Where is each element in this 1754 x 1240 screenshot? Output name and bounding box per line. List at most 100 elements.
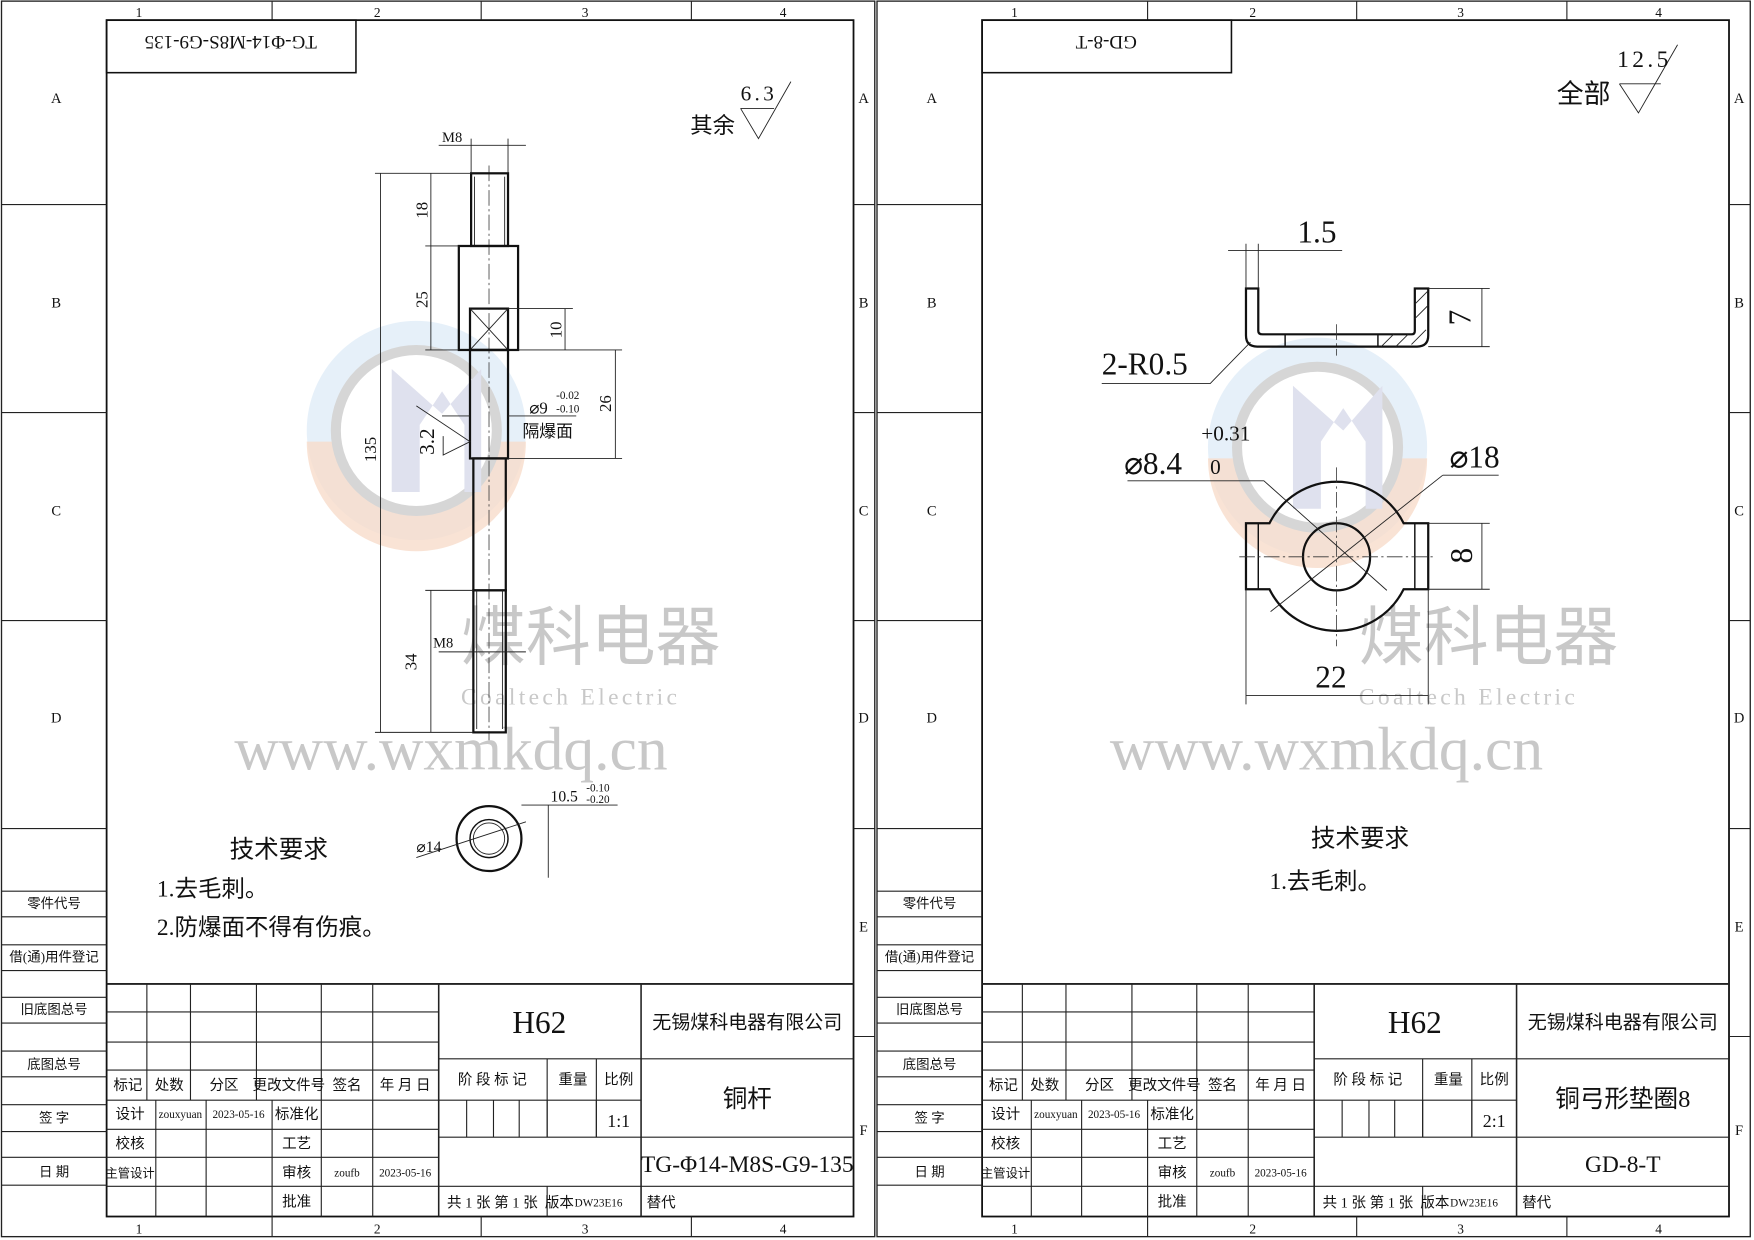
title-block-label-date: 年 月 日 [1255, 1077, 1306, 1094]
title-block-label-process: 工艺 [1158, 1135, 1187, 1152]
left-band-label: 旧底图总号 [896, 1002, 963, 1017]
dim-18: 18 [413, 202, 432, 219]
material: H62 [512, 1005, 566, 1040]
dim-dia-14: ⌀14 [416, 839, 441, 856]
reviewer-name: zoufb [334, 1167, 360, 1179]
title-block-label-stage-mark: 阶 段 标 记 [458, 1072, 527, 1089]
title-block-label-sheet-count: 共 1 张 第 1 张 [447, 1194, 538, 1212]
drawing-scale: 2:1 [1483, 1111, 1506, 1131]
title-block-label-check: 校核 [116, 1135, 145, 1152]
dim-dia-9-lower: -0.10 [556, 404, 580, 416]
title-block-label-sign: 签名 [332, 1077, 361, 1094]
row-letter: B [1734, 295, 1744, 311]
watermark-url: www.wxmkdq.cn [234, 715, 667, 783]
title-block-label-scale: 比例 [604, 1072, 633, 1089]
row-letter: B [927, 295, 937, 311]
left-band-label: 日 期 [39, 1164, 69, 1179]
row-letter: C [51, 503, 61, 519]
watermark-brand-en: Coaltech Electric [461, 684, 680, 710]
row-letter: C [1734, 503, 1744, 519]
column-number: 4 [1655, 5, 1662, 20]
left-band-label: 签 字 [39, 1110, 69, 1126]
dim-m8-top: M8 [442, 130, 462, 146]
title-block-label-count: 处数 [155, 1077, 185, 1094]
title-block-label-scale: 比例 [1480, 1072, 1509, 1089]
title-block-label-replaces: 替代 [647, 1195, 677, 1212]
left-band-label: 旧底图总号 [21, 1002, 88, 1017]
column-number: 1 [1011, 5, 1018, 20]
title-block-label-date: 年 月 日 [380, 1077, 431, 1094]
row-letter: A [858, 91, 869, 107]
title-block-label-mark: 标记 [113, 1077, 142, 1094]
column-number: 2 [374, 1221, 381, 1236]
watermark-brand-cn: 煤科电器 [461, 603, 720, 675]
left-band-label: 签 字 [914, 1110, 944, 1126]
dim-26: 26 [596, 395, 615, 412]
column-number: 2 [1249, 5, 1256, 20]
row-letter: A [927, 91, 938, 107]
dim-25: 25 [413, 291, 432, 308]
column-number: 4 [780, 5, 787, 20]
review-date: 2023-05-16 [1255, 1167, 1308, 1179]
column-number: 1 [136, 5, 143, 20]
left-band-label: 零件代号 [27, 896, 81, 911]
designer-name: zouxyuan [159, 1109, 203, 1121]
drawing-number: TG-Φ14-M8S-G9-135 [641, 1152, 854, 1178]
roughness-value: 12.5 [1617, 47, 1672, 73]
dim-dia-9: ⌀9 [529, 399, 547, 418]
dim-tab-width: 8 [1444, 548, 1479, 564]
title-block-label-version: 版本 [1420, 1195, 1449, 1212]
title-block-label-change-doc: 更改文件号 [1128, 1077, 1201, 1094]
row-letter: B [51, 295, 61, 311]
title-block-label-approve: 批准 [1158, 1193, 1187, 1210]
title-block-label-review: 审核 [1158, 1164, 1187, 1181]
dim-hole-upper: +0.31 [1201, 422, 1250, 446]
tech-requirement-item: 1.去毛刺。 [1269, 868, 1380, 895]
title-block-label-replaces: 替代 [1522, 1195, 1552, 1212]
column-number: 4 [1655, 1221, 1662, 1236]
column-number: 3 [582, 1221, 589, 1236]
reviewer-name: zoufb [1210, 1167, 1236, 1179]
drawing-frame-2: 11223344ABCDABCDEF零件代号借(通)用件登记旧底图总号底图总号签… [876, 0, 1751, 1238]
roughness-3-2: 3.2 [415, 428, 439, 455]
title-block-label-check: 校核 [991, 1135, 1020, 1152]
column-number: 1 [136, 1221, 143, 1236]
left-band-label: 日 期 [914, 1164, 944, 1179]
row-letter: A [51, 91, 62, 107]
roughness-prefix: 其余 [690, 113, 735, 138]
title-block-label-sheet-count: 共 1 张 第 1 张 [1322, 1194, 1413, 1212]
roughness-value: 6.3 [741, 82, 778, 106]
drawing-number: GD-8-T [1585, 1152, 1661, 1178]
dim-dia-9-upper: -0.02 [556, 390, 579, 402]
dim-hole-dia: ⌀8.4 [1124, 446, 1182, 481]
row-letter: D [51, 710, 61, 726]
version-code: DW23E16 [1450, 1197, 1498, 1209]
watermark-brand-en: Coaltech Electric [1359, 684, 1578, 710]
title-block-label-version: 版本 [545, 1195, 574, 1212]
company-name: 无锡煤科电器有限公司 [652, 1012, 842, 1034]
dim-135: 135 [361, 437, 380, 462]
dim-outer-dia: ⌀18 [1449, 439, 1499, 474]
dim-10-5: 10.5 [551, 789, 579, 806]
dim-hole-lower: 0 [1210, 455, 1221, 479]
version-code: DW23E16 [575, 1197, 623, 1209]
tech-requirement-item: 2.防爆面不得有伤痕。 [157, 914, 386, 941]
title-block-label-change-doc: 更改文件号 [253, 1077, 326, 1094]
dim-thickness: 1.5 [1297, 215, 1336, 250]
watermark-url: www.wxmkdq.cn [1110, 715, 1543, 783]
row-letter: C [859, 503, 869, 519]
title-block-label-design: 设计 [116, 1106, 145, 1123]
row-letter: F [860, 1123, 868, 1139]
watermark-left: 煤科电器 Coaltech Electric www.wxmkdq.cn [234, 320, 720, 783]
left-band-label: 零件代号 [903, 896, 957, 911]
title-block-label-chief-design: 主管设计 [981, 1165, 1030, 1180]
left-band-label: 借(通)用件登记 [9, 950, 98, 965]
row-letter: D [927, 710, 937, 726]
row-letter: D [858, 710, 868, 726]
title-block-label-weight: 重量 [558, 1072, 587, 1089]
title-block-label-zone: 分区 [209, 1077, 238, 1094]
drawing-scale: 1:1 [607, 1111, 630, 1131]
column-number: 3 [582, 5, 589, 20]
title-block-label-count: 处数 [1030, 1077, 1060, 1094]
material: H62 [1388, 1005, 1442, 1040]
